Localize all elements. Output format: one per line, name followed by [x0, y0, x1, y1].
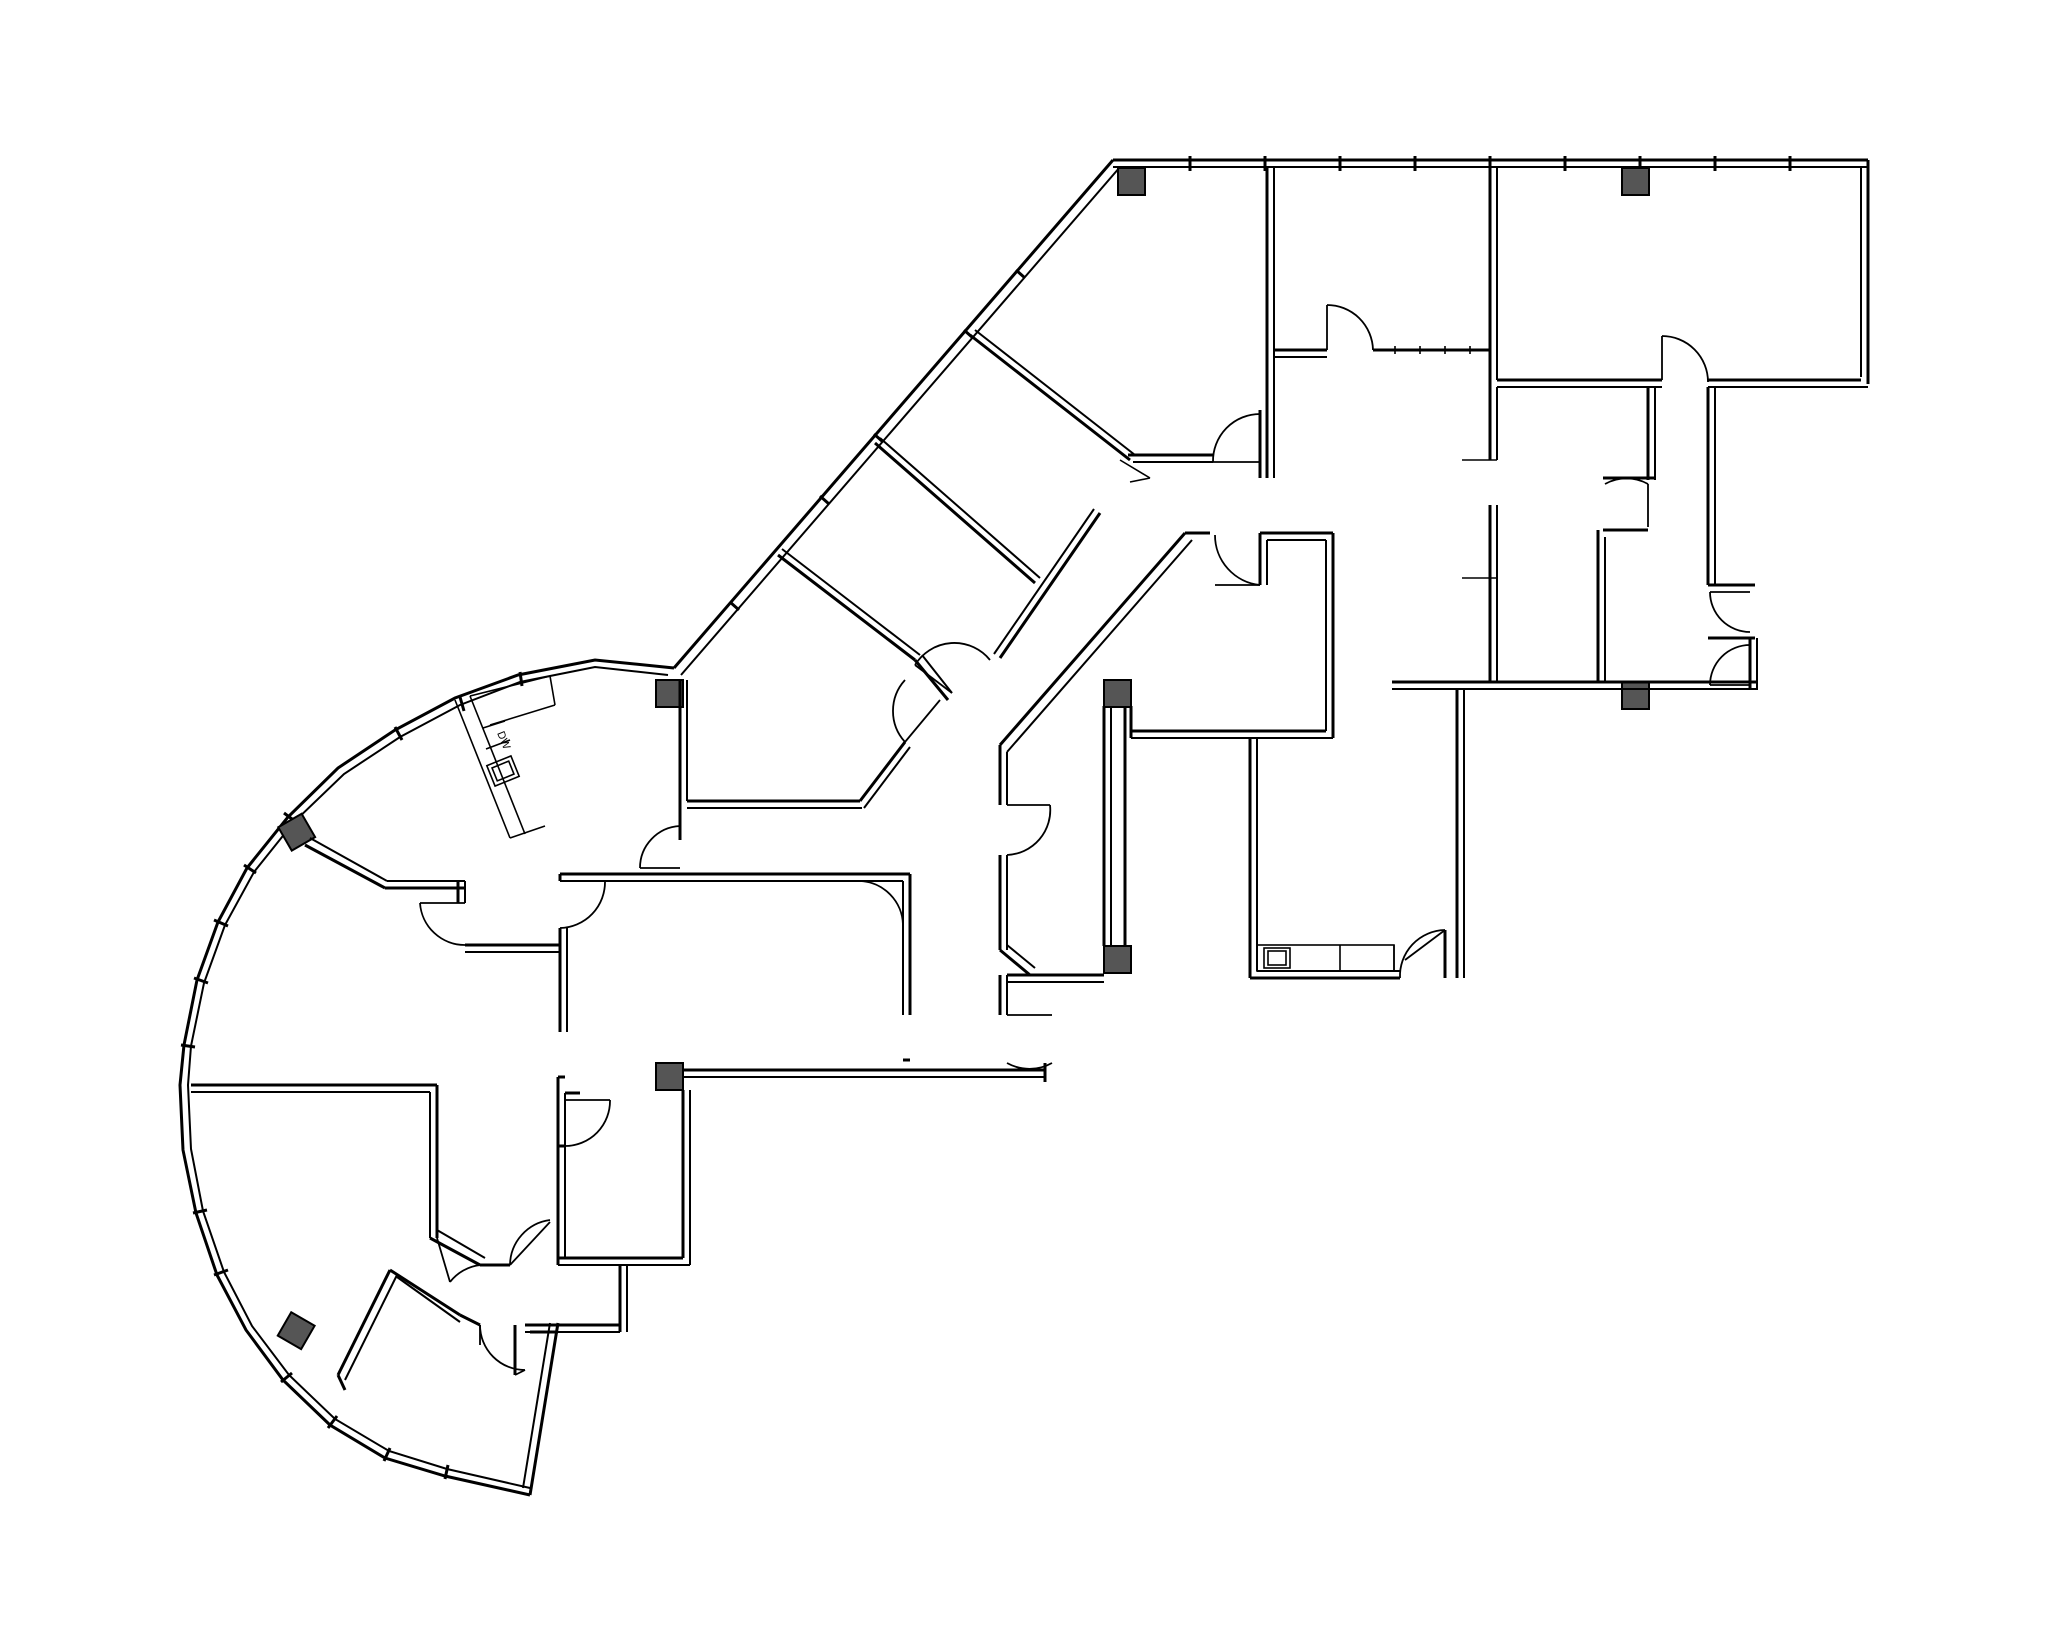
doors [419, 304, 1751, 1376]
door [1326, 304, 1374, 351]
column [1117, 167, 1146, 196]
column [1103, 679, 1132, 708]
door [559, 880, 606, 929]
column [1621, 681, 1650, 710]
door [436, 1237, 481, 1283]
column [276, 812, 317, 852]
structural-columns [276, 167, 1650, 1351]
door [1214, 534, 1261, 586]
door [1604, 477, 1649, 527]
kitchenette: DW [454, 675, 1395, 972]
door [1006, 804, 1052, 856]
breakroom-counter [1256, 944, 1395, 972]
dishwasher-label: DW [494, 730, 512, 752]
exterior-wall [178, 158, 1870, 1497]
door [479, 1324, 526, 1376]
column [276, 1310, 316, 1351]
door [1661, 335, 1709, 383]
column [1103, 945, 1132, 974]
column [1621, 167, 1650, 196]
column [655, 1062, 684, 1091]
door [639, 825, 681, 869]
door [1212, 413, 1261, 463]
door [1709, 591, 1751, 686]
door [509, 1219, 551, 1266]
window-mullions [180, 156, 1792, 1480]
door [564, 1099, 611, 1147]
door [859, 880, 904, 926]
door [914, 642, 991, 694]
door [1006, 1014, 1053, 1070]
door [892, 679, 941, 743]
interior-walls [191, 167, 1868, 1391]
door [419, 902, 466, 946]
door [1399, 929, 1446, 979]
